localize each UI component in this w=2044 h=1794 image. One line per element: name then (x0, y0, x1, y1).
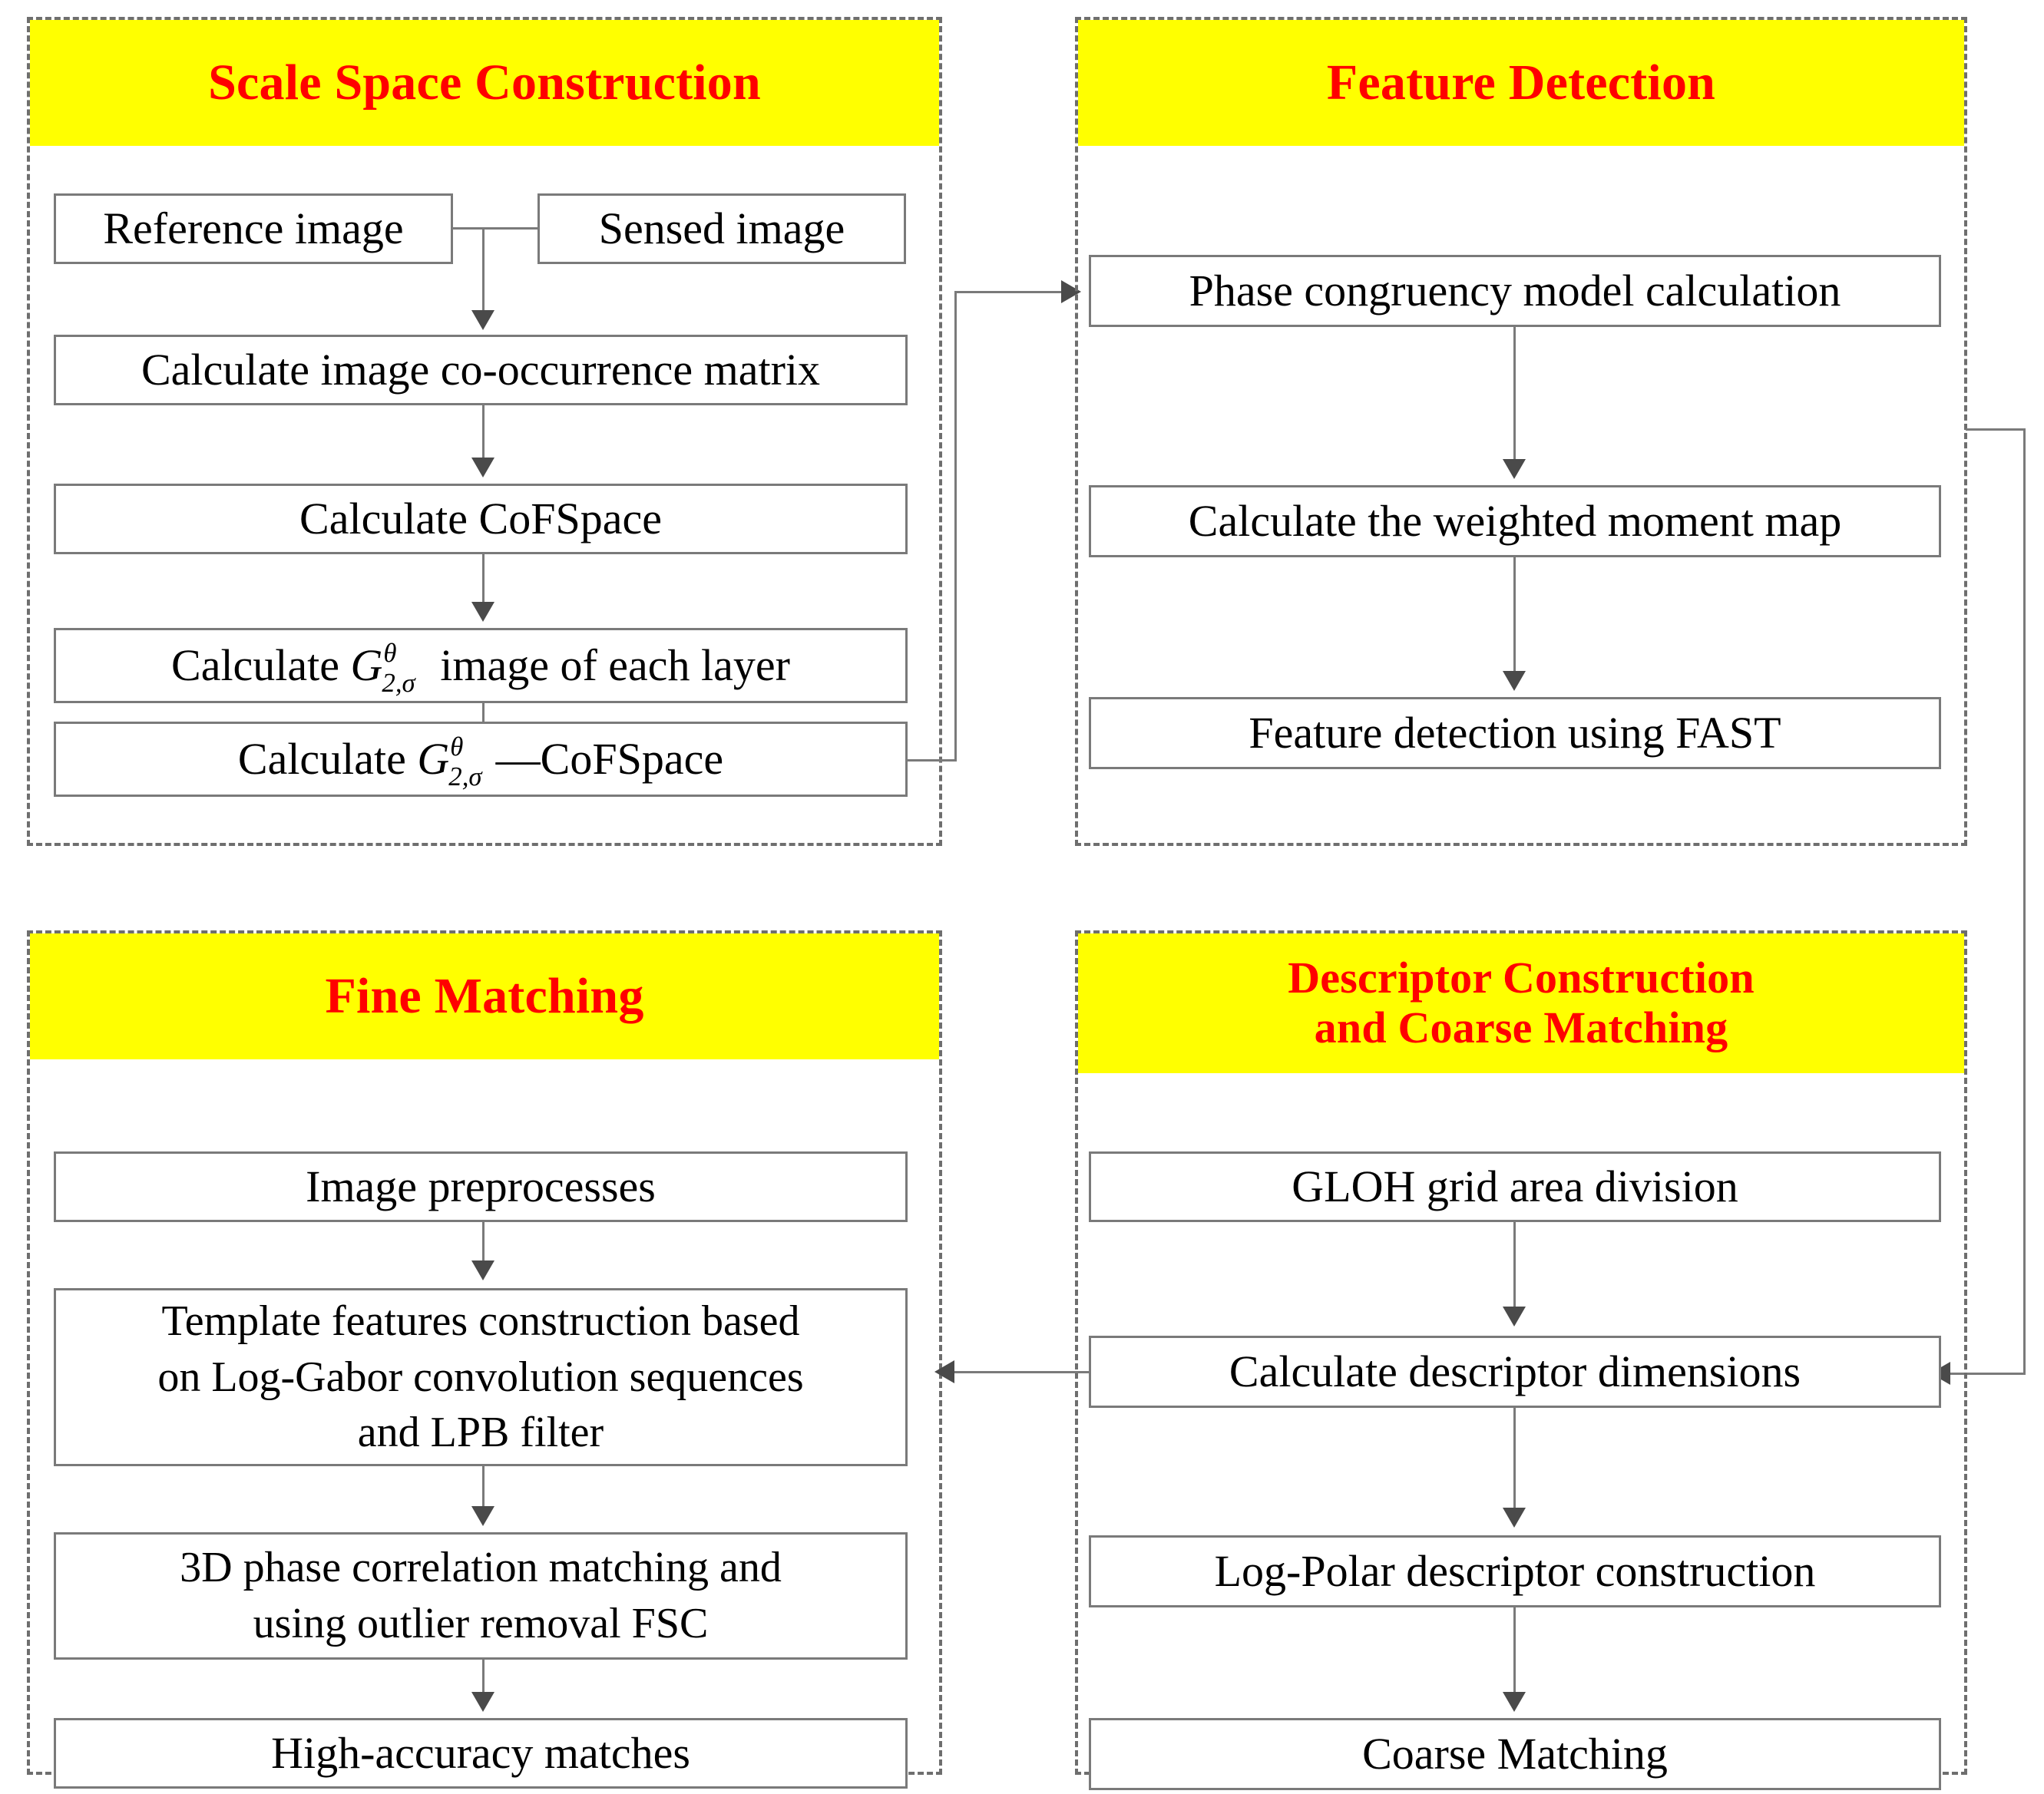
math-base: G (417, 734, 450, 785)
math-base: G (350, 640, 383, 691)
node-reference-image[interactable]: Reference image (54, 193, 453, 264)
node-phase-congruency-model-calculation[interactable]: Phase congruency model calculation (1089, 255, 1941, 327)
connector-cofspace-to-glayer (482, 554, 485, 610)
node-label-line-2: using outlier removal FSC (253, 1600, 709, 1647)
connector-moment-to-fast (1513, 557, 1516, 679)
math-subscript: 2,σ (382, 667, 415, 698)
node-calculate-cofspace[interactable]: Calculate CoFSpace (54, 484, 908, 554)
node-sensed-image[interactable]: Sensed image (537, 193, 906, 264)
connector-template-to-3dphase (482, 1466, 485, 1514)
panel-descriptor-construction-and-coarse-matching: Descriptor Construction and Coarse Match… (1075, 930, 1967, 1775)
panel-title-fine-matching: Fine Matching (30, 933, 939, 1059)
connector-glayer-to-gcofspace (482, 703, 485, 735)
node-label-suffix: image of each layer (428, 640, 790, 691)
node-label: Feature detection using FAST (1249, 708, 1781, 758)
node-gloh-grid-area-division[interactable]: GLOH grid area division (1089, 1151, 1941, 1222)
panel-title-feature-detection: Feature Detection (1078, 20, 1964, 146)
panel-title-line: Feature Detection (1326, 55, 1716, 111)
connector-loop-top (1966, 428, 2026, 431)
arrowhead-into-fine-matching (934, 1360, 954, 1383)
node-label: Log-Polar descriptor construction (1214, 1546, 1816, 1597)
node-coarse-matching[interactable]: Coarse Matching (1089, 1718, 1941, 1790)
node-calculate-g-cofspace[interactable]: Calculate Gθ2,σ—CoFSpace (54, 722, 908, 797)
node-label: Calculate the weighted moment map (1188, 496, 1842, 547)
connector-gloh-to-dimensions (1513, 1222, 1516, 1314)
math-superscript: θ (450, 731, 464, 762)
node-label: Reference image (103, 203, 404, 254)
panel-feature-detection: Feature Detection (1075, 17, 1967, 846)
node-label: Phase congruency model calculation (1189, 266, 1841, 316)
node-label: Sensed image (598, 203, 845, 254)
arrowhead-to-co-occurrence (471, 310, 494, 330)
connector-loop-bottom (1950, 1373, 2026, 1375)
connector-ref-sensed-merge (453, 227, 537, 230)
arrowhead-to-high-accuracy-matches (471, 1692, 494, 1712)
node-label-line-3: and LPB filter (357, 1409, 604, 1457)
connector-gcofspace-riser (954, 291, 957, 762)
panel-scale-space-construction: Scale Space Construction (27, 17, 942, 846)
panel-title-line-2: and Coarse Matching (1314, 1003, 1728, 1052)
node-label: Calculate image co-occurrence matrix (141, 345, 821, 395)
node-calculate-co-occurrence-matrix[interactable]: Calculate image co-occurrence matrix (54, 335, 908, 405)
arrowhead-to-3d-phase-correlation (471, 1506, 494, 1526)
panel-title-line: Scale Space Construction (208, 55, 761, 111)
connector-dimensions-to-template (954, 1371, 1091, 1373)
node-label-prefix: Calculate (171, 640, 351, 691)
arrowhead-to-log-polar (1503, 1508, 1526, 1528)
arrowhead-to-cofspace (471, 458, 494, 477)
panel-title-line-1: Descriptor Construction (1288, 953, 1755, 1003)
node-template-features-construction[interactable]: Template features construction based on … (54, 1288, 908, 1466)
node-label: Calculate Gθ2,σ image of each layer (171, 636, 790, 698)
math-subscript: 2,σ (448, 761, 482, 791)
arrowhead-to-glayer (471, 602, 494, 622)
node-label-line-2: on Log-Gabor convolution sequences (157, 1353, 804, 1401)
node-3d-phase-correlation-matching[interactable]: 3D phase correlation matching and using … (54, 1532, 908, 1660)
arrowhead-to-descriptor-dimensions (1503, 1307, 1526, 1327)
node-feature-detection-using-fast[interactable]: Feature detection using FAST (1089, 697, 1941, 769)
connector-phase-to-moment (1513, 327, 1516, 467)
node-image-preprocesses[interactable]: Image preprocesses (54, 1151, 908, 1222)
arrowhead-to-fast (1503, 671, 1526, 691)
arrowhead-to-moment-map (1503, 459, 1526, 479)
connector-to-phase-congruency (954, 291, 1066, 293)
panel-title-descriptor-construction: Descriptor Construction and Coarse Match… (1078, 933, 1964, 1073)
node-label: High-accuracy matches (271, 1728, 690, 1779)
node-label-line-1: Template features construction based (161, 1297, 800, 1345)
arrowhead-to-template-features (471, 1260, 494, 1280)
node-high-accuracy-matches[interactable]: High-accuracy matches (54, 1718, 908, 1789)
node-label: Calculate CoFSpace (299, 494, 662, 544)
node-label: Image preprocesses (306, 1161, 656, 1212)
math-g-symbol: Gθ2,σ (417, 730, 495, 791)
node-label: GLOH grid area division (1292, 1161, 1738, 1212)
node-log-polar-descriptor-construction[interactable]: Log-Polar descriptor construction (1089, 1535, 1941, 1607)
connector-cooc-to-cofspace (482, 405, 485, 465)
node-label: Calculate descriptor dimensions (1229, 1346, 1801, 1397)
node-label: Coarse Matching (1362, 1729, 1668, 1779)
panel-title-scale-space-construction: Scale Space Construction (30, 20, 939, 146)
node-label-suffix: —CoFSpace (495, 734, 724, 785)
connector-3dphase-to-highaccuracy (482, 1660, 485, 1700)
node-calculate-g-image-each-layer[interactable]: Calculate Gθ2,σ image of each layer (54, 628, 908, 703)
connector-gcofspace-exit (908, 759, 957, 762)
node-calculate-descriptor-dimensions[interactable]: Calculate descriptor dimensions (1089, 1336, 1941, 1408)
connector-dimensions-to-logpolar (1513, 1408, 1516, 1515)
connector-loop-riser (2023, 428, 2026, 1375)
node-calculate-weighted-moment-map[interactable]: Calculate the weighted moment map (1089, 485, 1941, 557)
panel-title-line: Fine Matching (325, 968, 644, 1025)
math-g-symbol: Gθ2,σ (350, 636, 429, 698)
panel-fine-matching: Fine Matching (27, 930, 942, 1775)
node-label-prefix: Calculate (237, 734, 418, 785)
arrowhead-to-coarse-matching (1503, 1692, 1526, 1712)
node-label: Calculate Gθ2,σ—CoFSpace (237, 730, 724, 791)
connector-merge-down (482, 227, 485, 315)
node-label-line-1: 3D phase correlation matching and (180, 1544, 782, 1592)
connector-logpolar-to-coarse (1513, 1607, 1516, 1700)
connector-preprocess-to-template (482, 1222, 485, 1268)
math-superscript: θ (383, 637, 397, 668)
